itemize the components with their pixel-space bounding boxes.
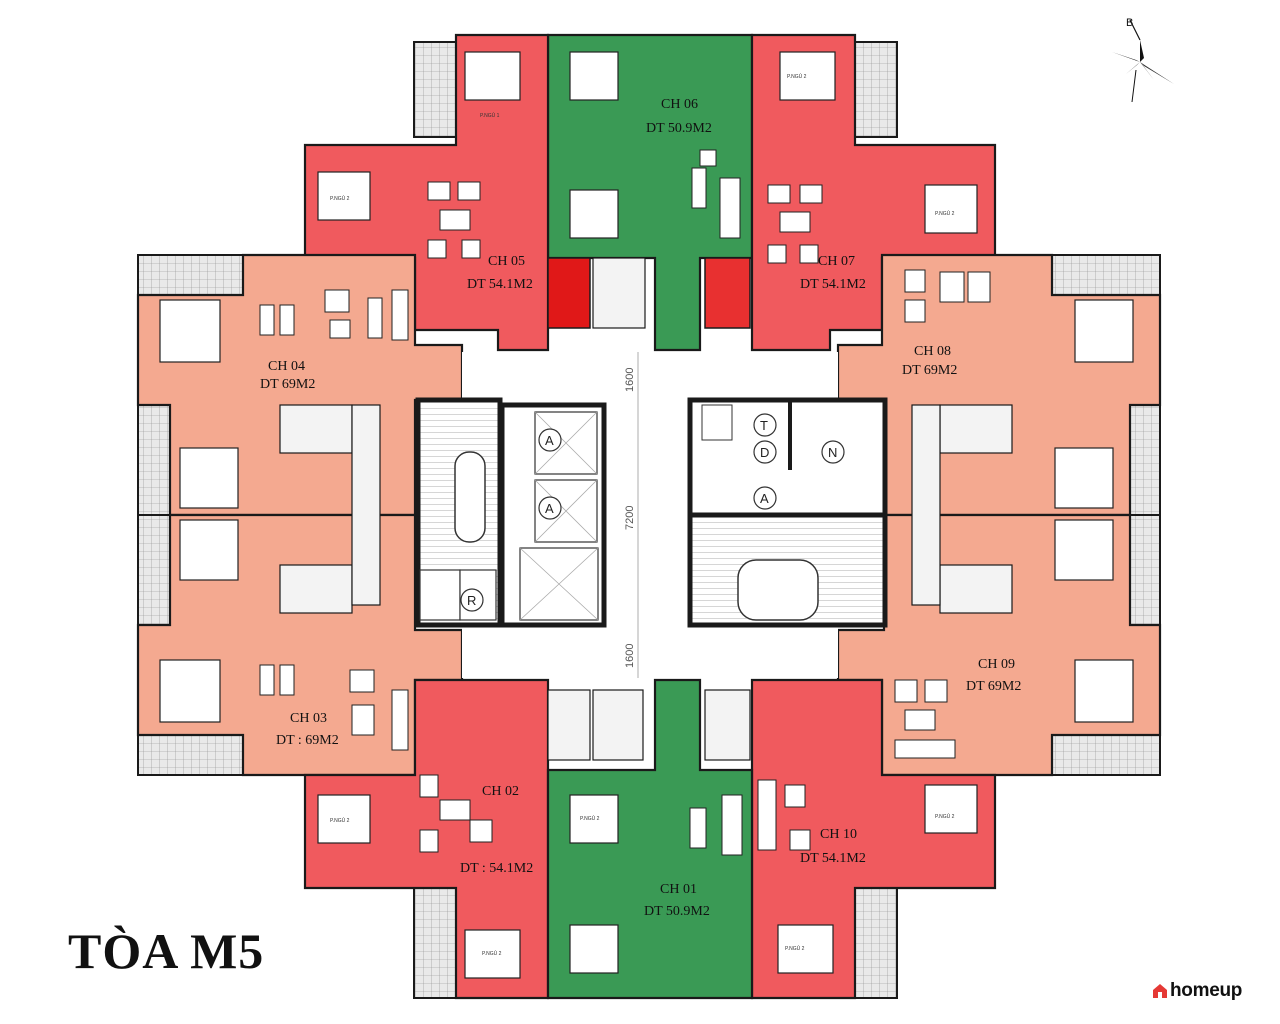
beds: [159, 51, 1134, 979]
svg-text:P.NGỦ 2: P.NGỦ 2: [482, 950, 502, 957]
svg-text:P.NGỦ 2: P.NGỦ 2: [330, 817, 350, 824]
unit-area-ch08: DT 69M2: [902, 363, 957, 378]
unit-label-ch01: CH 01: [660, 882, 697, 897]
brand-name: homeup: [1170, 980, 1243, 1001]
unit-area-ch09: DT 69M2: [966, 679, 1021, 694]
svg-text:P.NGỦ 2: P.NGỦ 2: [787, 73, 807, 80]
unit-area-ch07: DT 54.1M2: [800, 277, 866, 292]
unit-ch01-area: [546, 678, 754, 1000]
service-d-label: D: [760, 445, 769, 460]
svg-text:P.NGỦ 2: P.NGỦ 2: [580, 815, 600, 822]
svg-text:P.NGỦ 2: P.NGỦ 2: [785, 945, 805, 952]
bathroom-blocks: [279, 257, 1013, 761]
unit-area-ch06: DT 50.9M2: [646, 121, 712, 136]
central-core: 1600 7200 1600 A A A R T D N: [415, 352, 888, 678]
unit-label-ch09: CH 09: [978, 657, 1015, 672]
unit-label-ch06: CH 06: [661, 97, 698, 112]
unit-area-ch04: DT 69M2: [260, 377, 315, 392]
unit-label-ch10: CH 10: [820, 827, 857, 842]
unit-label-ch07: CH 07: [818, 254, 855, 269]
house-icon: [1153, 984, 1167, 998]
unit-label-ch02: CH 02: [482, 784, 519, 799]
bathroom-highlights: [547, 257, 751, 329]
stair-r-label: R: [467, 593, 476, 608]
svg-text:P.NGỦ 2: P.NGỦ 2: [935, 210, 955, 217]
living-furniture: [259, 149, 991, 856]
compass-icon: B: [1112, 17, 1174, 103]
unit-label-ch08: CH 08: [914, 344, 951, 359]
svg-text:P.NGỦ 2: P.NGỦ 2: [330, 195, 350, 202]
dim-bottom: 1600: [624, 644, 636, 668]
unit-label-ch05: CH 05: [488, 254, 525, 269]
svg-text:P.NGỦ 1: P.NGỦ 1: [480, 112, 500, 119]
svg-text:P.NGỦ 2: P.NGỦ 2: [935, 813, 955, 820]
elevator-a2-label: A: [545, 501, 554, 516]
service-t-label: T: [760, 418, 768, 433]
unit-area-ch03: DT : 69M2: [276, 733, 339, 748]
elevator-a3-label: A: [760, 491, 769, 506]
service-n-label: N: [828, 445, 837, 460]
unit-area-ch02: DT : 54.1M2: [460, 861, 533, 876]
unit-area-ch01: DT 50.9M2: [644, 904, 710, 919]
brand-logo: homeup: [1152, 980, 1242, 1002]
unit-ch10-area: [750, 678, 997, 1000]
unit-label-ch03: CH 03: [290, 711, 327, 726]
apartment-labels: CH 06 DT 50.9M2 CH 05 DT 54.1M2 CH 07 DT…: [260, 97, 1021, 919]
elevator-a1-label: A: [545, 433, 554, 448]
building-title: TÒA M5: [68, 923, 265, 979]
dim-top: 1600: [624, 368, 636, 392]
compass-north-label: B: [1126, 17, 1133, 29]
unit-area-ch05: DT 54.1M2: [467, 277, 533, 292]
balconies: [137, 41, 1161, 999]
unit-area-ch10: DT 54.1M2: [800, 851, 866, 866]
unit-label-ch04: CH 04: [268, 359, 305, 374]
dim-middle: 7200: [624, 506, 636, 530]
